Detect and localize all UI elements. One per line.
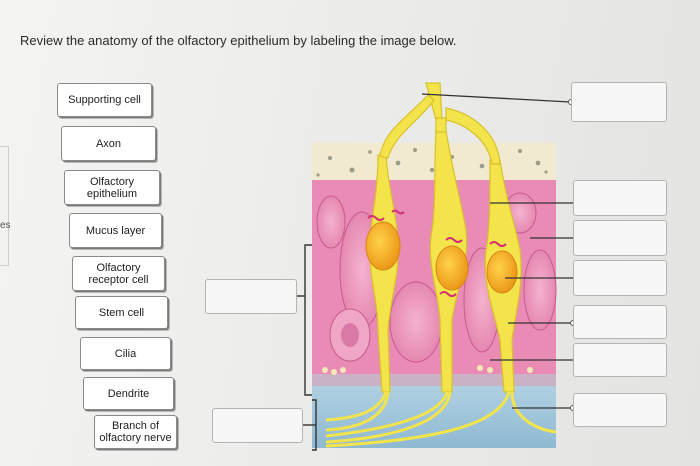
olfactory-nerve-fibers: [325, 391, 557, 448]
stem-cell-dots: [322, 365, 533, 375]
term-olfactory-receptor-cell[interactable]: Olfactory receptor cell: [72, 256, 165, 291]
drop-zone-epithelium-bracket[interactable]: [205, 279, 297, 314]
basal-cell-row: [312, 374, 556, 386]
term-dendrite[interactable]: Dendrite: [83, 377, 174, 410]
drop-zone-4[interactable]: [573, 260, 667, 296]
leader-lines: [421, 93, 573, 409]
receptor-nuclei: [365, 221, 518, 294]
drop-zone-6[interactable]: [573, 343, 667, 377]
side-panel-tab-text: es: [0, 220, 11, 231]
drop-zone-1[interactable]: [571, 82, 667, 122]
drop-zone-2[interactable]: [573, 180, 667, 216]
drop-zone-3[interactable]: [573, 220, 667, 256]
lamina-propria-region: [312, 378, 556, 448]
drop-zone-nerve-bracket[interactable]: [212, 408, 303, 443]
term-stem-cell[interactable]: Stem cell: [75, 296, 168, 329]
term-cilia[interactable]: Cilia: [80, 337, 171, 370]
term-mucus-layer[interactable]: Mucus layer: [69, 213, 162, 248]
term-branch-of-olfactory-nerve[interactable]: Branch of olfactory nerve: [94, 415, 177, 449]
side-panel-tab[interactable]: [0, 146, 9, 266]
drop-zone-7[interactable]: [573, 393, 667, 427]
cilia-tufts: [367, 209, 507, 297]
drop-zone-5[interactable]: [573, 305, 667, 339]
term-supporting-cell[interactable]: Supporting cell: [57, 83, 152, 117]
mucus-layer-region: [312, 143, 556, 183]
instruction-text: Review the anatomy of the olfactory epit…: [20, 33, 457, 48]
region-brackets: [297, 244, 317, 451]
term-olfactory-epithelium[interactable]: Olfactory epithelium: [64, 170, 160, 205]
term-axon[interactable]: Axon: [61, 126, 156, 161]
mucus-particles: [316, 148, 548, 177]
